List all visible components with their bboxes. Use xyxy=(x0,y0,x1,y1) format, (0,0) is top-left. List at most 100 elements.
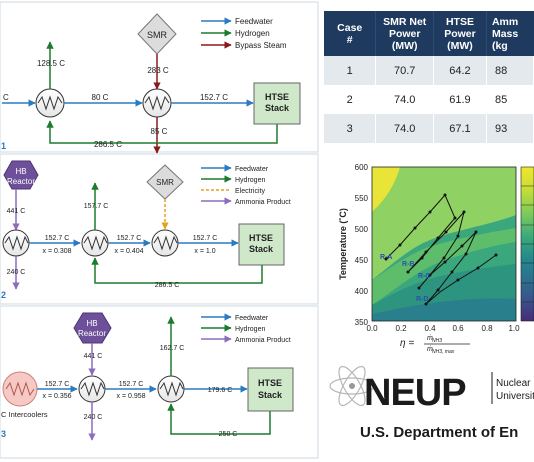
stack-in-temp-3: 179.6 C xyxy=(208,387,233,394)
doe-label: U.S. Department of En xyxy=(360,424,518,441)
xtick-04: 0.4 xyxy=(424,324,436,333)
colorbar-dividers xyxy=(521,185,534,303)
hb-reactor-3 xyxy=(73,312,112,344)
legend-feedwater-2: Feedwater xyxy=(235,166,269,173)
case-marker-2: 2 xyxy=(1,290,6,300)
trajectories xyxy=(385,194,497,305)
table-cell: 85 xyxy=(486,85,534,114)
point-label-rd: R-D xyxy=(416,296,428,303)
hx-2a xyxy=(2,229,30,257)
smr-1-out-temp: 283 C xyxy=(147,66,169,75)
xtick-06: 0.6 xyxy=(452,324,464,333)
col-header-htse-l3: (MW) xyxy=(447,39,473,52)
table-cell: 88 xyxy=(486,56,534,85)
legend-bypass-steam: Bypass Steam xyxy=(235,41,287,50)
s2-quality-3: x = 0.958 xyxy=(117,393,146,400)
legend-hydrogen-3: Hydrogen xyxy=(235,326,265,333)
case-marker-1: 1 xyxy=(1,141,6,151)
product-temp-2: 240 C xyxy=(7,269,26,276)
col-header-case-l1: Case xyxy=(337,21,363,34)
x-label-num: ṁ xyxy=(427,335,433,342)
s1-temp-2: 152.7 C xyxy=(45,235,70,242)
hx-3a xyxy=(78,375,106,403)
s1-quality-3: x = 0.356 xyxy=(43,393,72,400)
x-label-den-sub: NH3, max xyxy=(432,349,455,355)
col-header-amm-l1: Amm xyxy=(491,15,519,28)
trajectory-points xyxy=(384,193,498,306)
hx-1b xyxy=(142,88,172,118)
legend-3: Feedwater Hydrogen Ammonia Product xyxy=(201,313,291,344)
inlet-temp-1: C xyxy=(3,93,9,102)
col-header-case-l2: # xyxy=(346,33,353,46)
h2-up-temp-3: 162.7 C xyxy=(160,345,185,352)
below-temp-3: 240 C xyxy=(84,414,103,421)
intercooler-label: C Intercoolers xyxy=(1,410,48,419)
htse-stack-1-label-b: Stack xyxy=(265,103,290,113)
table-cell: 1 xyxy=(324,56,377,85)
x-label-den: ṁ xyxy=(427,346,433,353)
diagram-case-3: Feedwater Hydrogen Ammonia Product HB Re… xyxy=(0,305,319,459)
ytick-450: 450 xyxy=(355,256,369,265)
hb-reactor-2-label-b: Reactor xyxy=(7,177,35,186)
legend-1: Feedwater Hydrogen Bypass Steam xyxy=(201,17,287,50)
legend-ammonia-2: Ammonia Product xyxy=(235,199,291,206)
col-header-case: Case # xyxy=(324,11,377,56)
s2-temp-3: 152.7 C xyxy=(119,381,144,388)
col-header-htse: HTSE Power (MW) xyxy=(433,11,487,56)
s1-temp-3: 152.7 C xyxy=(45,381,70,388)
diagram-case-1: Feedwater Hydrogen Bypass Steam SMR 283 … xyxy=(0,1,319,154)
htse-stack-2-label-b: Stack xyxy=(249,244,274,254)
x-axis-label: η = ṁ NH3 ṁ NH3, max xyxy=(400,335,470,355)
htse-stack-3-label-a: HTSE xyxy=(258,378,282,388)
contour-region-top-left xyxy=(372,167,400,212)
point-label-rc: R-C xyxy=(418,273,430,280)
col-header-smr-l3: (MW) xyxy=(391,39,418,52)
ytick-500: 500 xyxy=(355,225,369,234)
table-cell: 2 xyxy=(324,85,377,114)
y-axis-label: Temperature (˚C) xyxy=(338,208,348,280)
xtick-08: 0.8 xyxy=(481,324,493,333)
s2-quality-2: x = 0.404 xyxy=(115,248,144,255)
ytick-550: 550 xyxy=(355,194,369,203)
legend-hydrogen: Hydrogen xyxy=(235,29,270,38)
neup-tagline-2: University xyxy=(496,391,534,402)
legend-hydrogen-2: Hydrogen xyxy=(235,177,265,184)
table-cell: 70.7 xyxy=(375,56,434,85)
col-header-amm-l2: Mass xyxy=(491,27,519,40)
x-axis-ticks: 0.0 0.2 0.4 0.6 0.8 1.0 xyxy=(366,324,520,333)
legend-ammonia-3: Ammonia Product xyxy=(235,337,291,344)
return-temp-1: 286.5 C xyxy=(94,140,122,149)
return-temp-2: 286.5 C xyxy=(155,282,180,289)
s3-quality-2: x = 1.0 xyxy=(194,248,215,255)
hb-out-temp-2: 441 C xyxy=(7,208,26,215)
col-header-smr-l2: Power xyxy=(388,27,421,40)
htse-stack-3 xyxy=(247,367,294,412)
htse-stack-1-label-a: HTSE xyxy=(265,92,289,102)
hb-out-temp-3: 441 C xyxy=(84,353,103,360)
hb-reactor-2-label-a: HB xyxy=(15,167,26,176)
table-cell: 3 xyxy=(324,114,377,143)
hb-reactor-2 xyxy=(3,160,39,190)
htse-stack-2 xyxy=(238,223,285,266)
ytick-350: 350 xyxy=(355,318,369,327)
bypass-temp-1: 85 C xyxy=(151,127,168,136)
x-label-num-sub: NH3 xyxy=(432,338,442,344)
col-header-amm-l3: (kg xyxy=(491,39,508,52)
contour-region-upper xyxy=(372,167,516,280)
hb-reactor-3-label-a: HB xyxy=(86,319,97,328)
table-cell: 74.0 xyxy=(375,114,434,143)
xtick-0: 0.0 xyxy=(366,324,378,333)
ytick-600: 600 xyxy=(355,163,369,172)
x-label-eta: η = xyxy=(400,338,414,349)
ytick-400: 400 xyxy=(355,287,369,296)
htse-stack-3-label-b: Stack xyxy=(258,390,283,400)
xtick-10: 1.0 xyxy=(508,324,520,333)
s1-quality-2: x = 0.308 xyxy=(43,248,72,255)
col-header-smr-l1: SMR Net xyxy=(383,15,427,28)
table-row: 2 74.0 61.9 85 xyxy=(324,85,534,114)
atom-icon xyxy=(329,365,375,407)
col-header-htse-l2: Power xyxy=(444,27,476,40)
stack-in-temp-1: 152.7 C xyxy=(200,93,228,102)
case-marker-3: 3 xyxy=(1,429,6,439)
